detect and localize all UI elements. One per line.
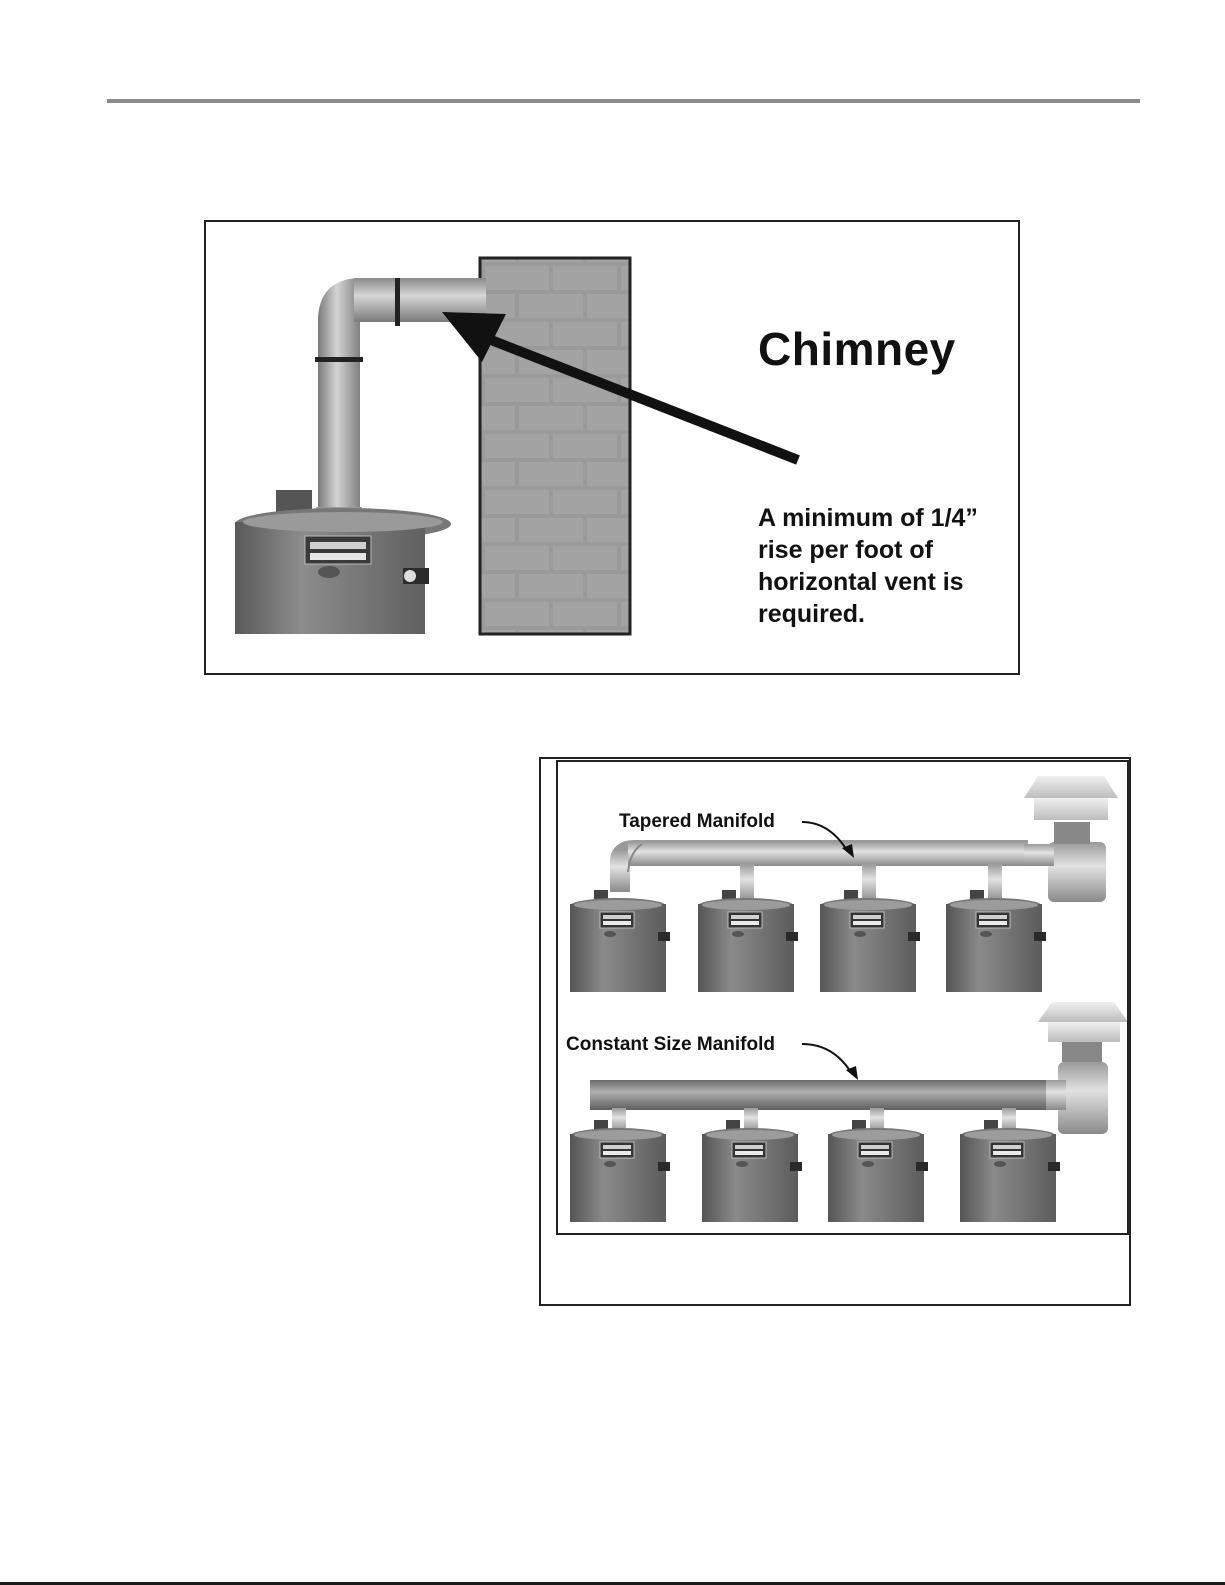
constant-pointer-arrow [802,1044,852,1074]
water-heater-icon [702,1108,802,1222]
water-heater-icon [698,864,798,992]
manifold-figure: Tapered Manifold Constant Size Manifold [539,757,1131,1306]
water-heater-icon [570,1108,670,1222]
constant-manifold-label: Constant Size Manifold [566,1034,775,1056]
vent-cap-icon [1024,776,1118,798]
water-heater-icon [828,1108,928,1222]
header-rule [107,99,1140,103]
constant-manifold-vent [590,1002,1128,1134]
water-heater-icon [946,864,1046,992]
chimney-title: Chimney [758,322,956,376]
water-heater-icon [820,864,920,992]
water-heater-icon [570,890,670,992]
water-heater-icon [235,490,451,634]
vent-rise-note: A minimum of 1/4” rise per foot of horiz… [758,502,1018,630]
tapered-manifold-label: Tapered Manifold [619,811,775,833]
water-heater-icon [960,1108,1060,1222]
vent-cap-icon [1038,1002,1128,1022]
manifold-illustration-frame: Tapered Manifold Constant Size Manifold [556,760,1129,1235]
chimney-figure: Chimney A minimum of 1/4” rise per foot … [204,220,1020,675]
